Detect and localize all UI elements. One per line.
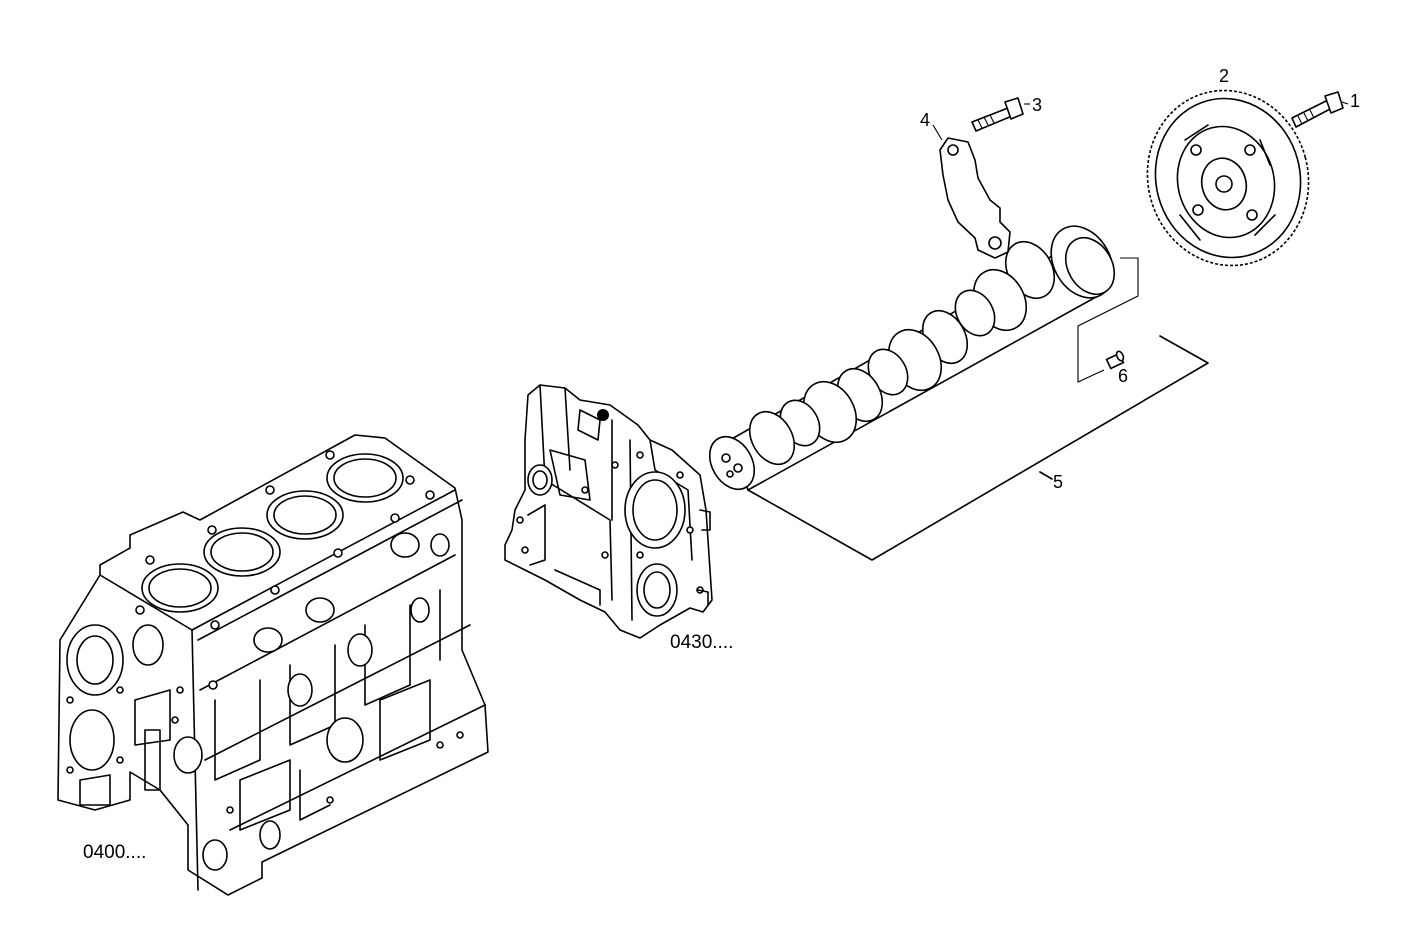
timing-cover xyxy=(504,384,713,639)
callout-2: 2 xyxy=(1219,66,1229,86)
camshaft-gear xyxy=(1146,89,1310,267)
camshaft xyxy=(708,225,1116,491)
callout-3: 3 xyxy=(1032,95,1042,115)
leader-lines xyxy=(747,101,1349,561)
engine-block-ref-label: 0400.... xyxy=(83,842,146,863)
callout-1: 1 xyxy=(1350,91,1360,111)
plate-bolt xyxy=(971,97,1024,132)
callout-6: 6 xyxy=(1118,366,1128,386)
engine-block xyxy=(57,434,489,896)
dowel-pin xyxy=(1105,350,1125,370)
callout-4: 4 xyxy=(920,110,930,130)
gear-bolt xyxy=(1291,91,1344,128)
thrust-plate xyxy=(939,137,1011,259)
callout-5: 5 xyxy=(1053,472,1063,492)
timing-cover-ref-label: 0430.... xyxy=(670,632,733,653)
